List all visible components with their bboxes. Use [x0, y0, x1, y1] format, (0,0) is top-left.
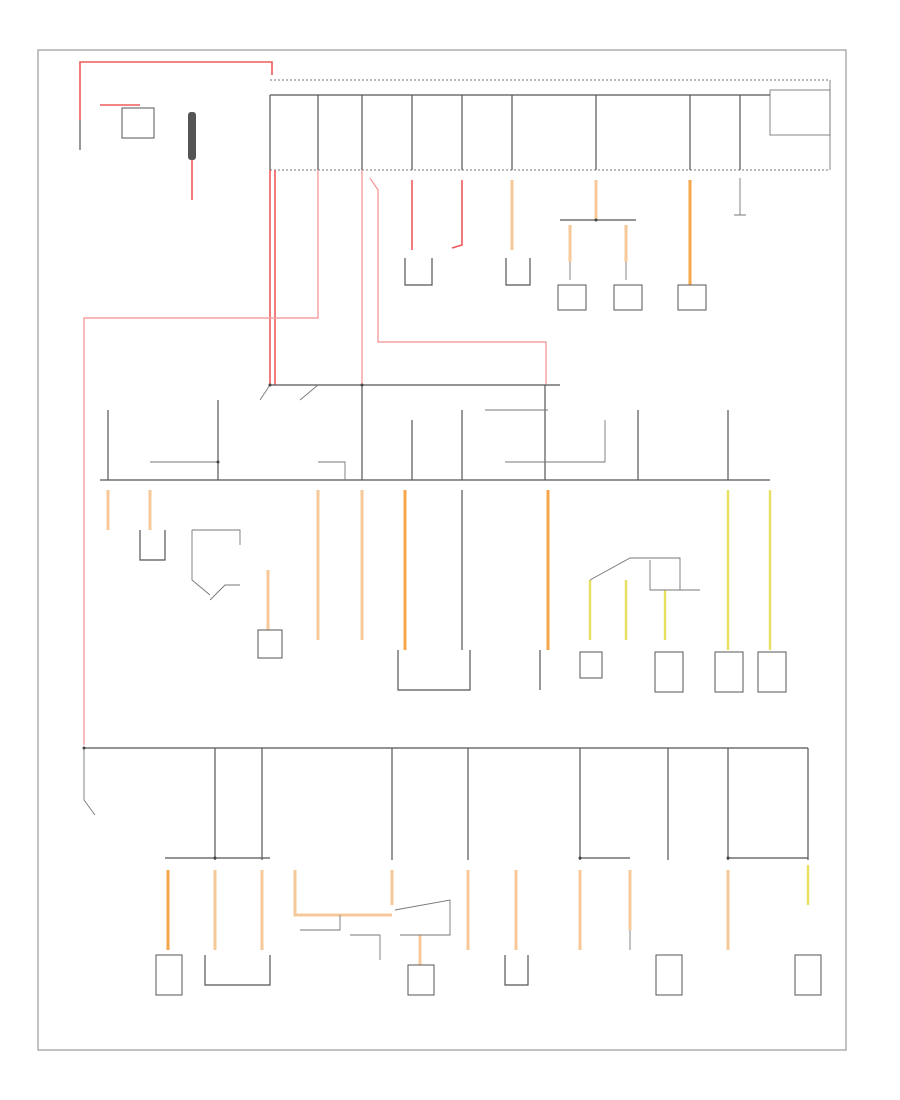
- fusible-link-symbol: [188, 112, 196, 160]
- component-top-1: [557, 284, 587, 311]
- bottom-colored-wires: [166, 865, 810, 965]
- component-top-3: [677, 284, 707, 311]
- underhood-fuse-block: [270, 79, 831, 171]
- middle-row-components: [139, 529, 787, 693]
- starter-symbol: [121, 107, 155, 139]
- component-mid-3: [714, 651, 744, 693]
- top-row-components: [404, 178, 746, 311]
- component-bot-4: [794, 954, 822, 996]
- component-bot-2: [407, 964, 435, 996]
- fuse-row-1: [269, 95, 741, 170]
- component-mid-2: [654, 651, 684, 693]
- junction-dots: [82, 218, 730, 860]
- middle-bus: [100, 384, 770, 481]
- red-feed-wires: [83, 170, 692, 745]
- component-bot-3: [655, 954, 683, 996]
- bottom-row-components: [155, 899, 822, 996]
- middle-colored-wires: [106, 490, 772, 650]
- battery-starter-section: [79, 61, 273, 200]
- component-mid-5: [579, 651, 603, 679]
- component-mid-1: [257, 629, 283, 659]
- component-mid-4: [757, 651, 787, 693]
- diagram-border: [37, 49, 847, 1051]
- bottom-bus: [83, 747, 809, 860]
- title-block: [769, 89, 831, 136]
- component-bot-1: [155, 954, 183, 996]
- component-top-2: [613, 284, 643, 311]
